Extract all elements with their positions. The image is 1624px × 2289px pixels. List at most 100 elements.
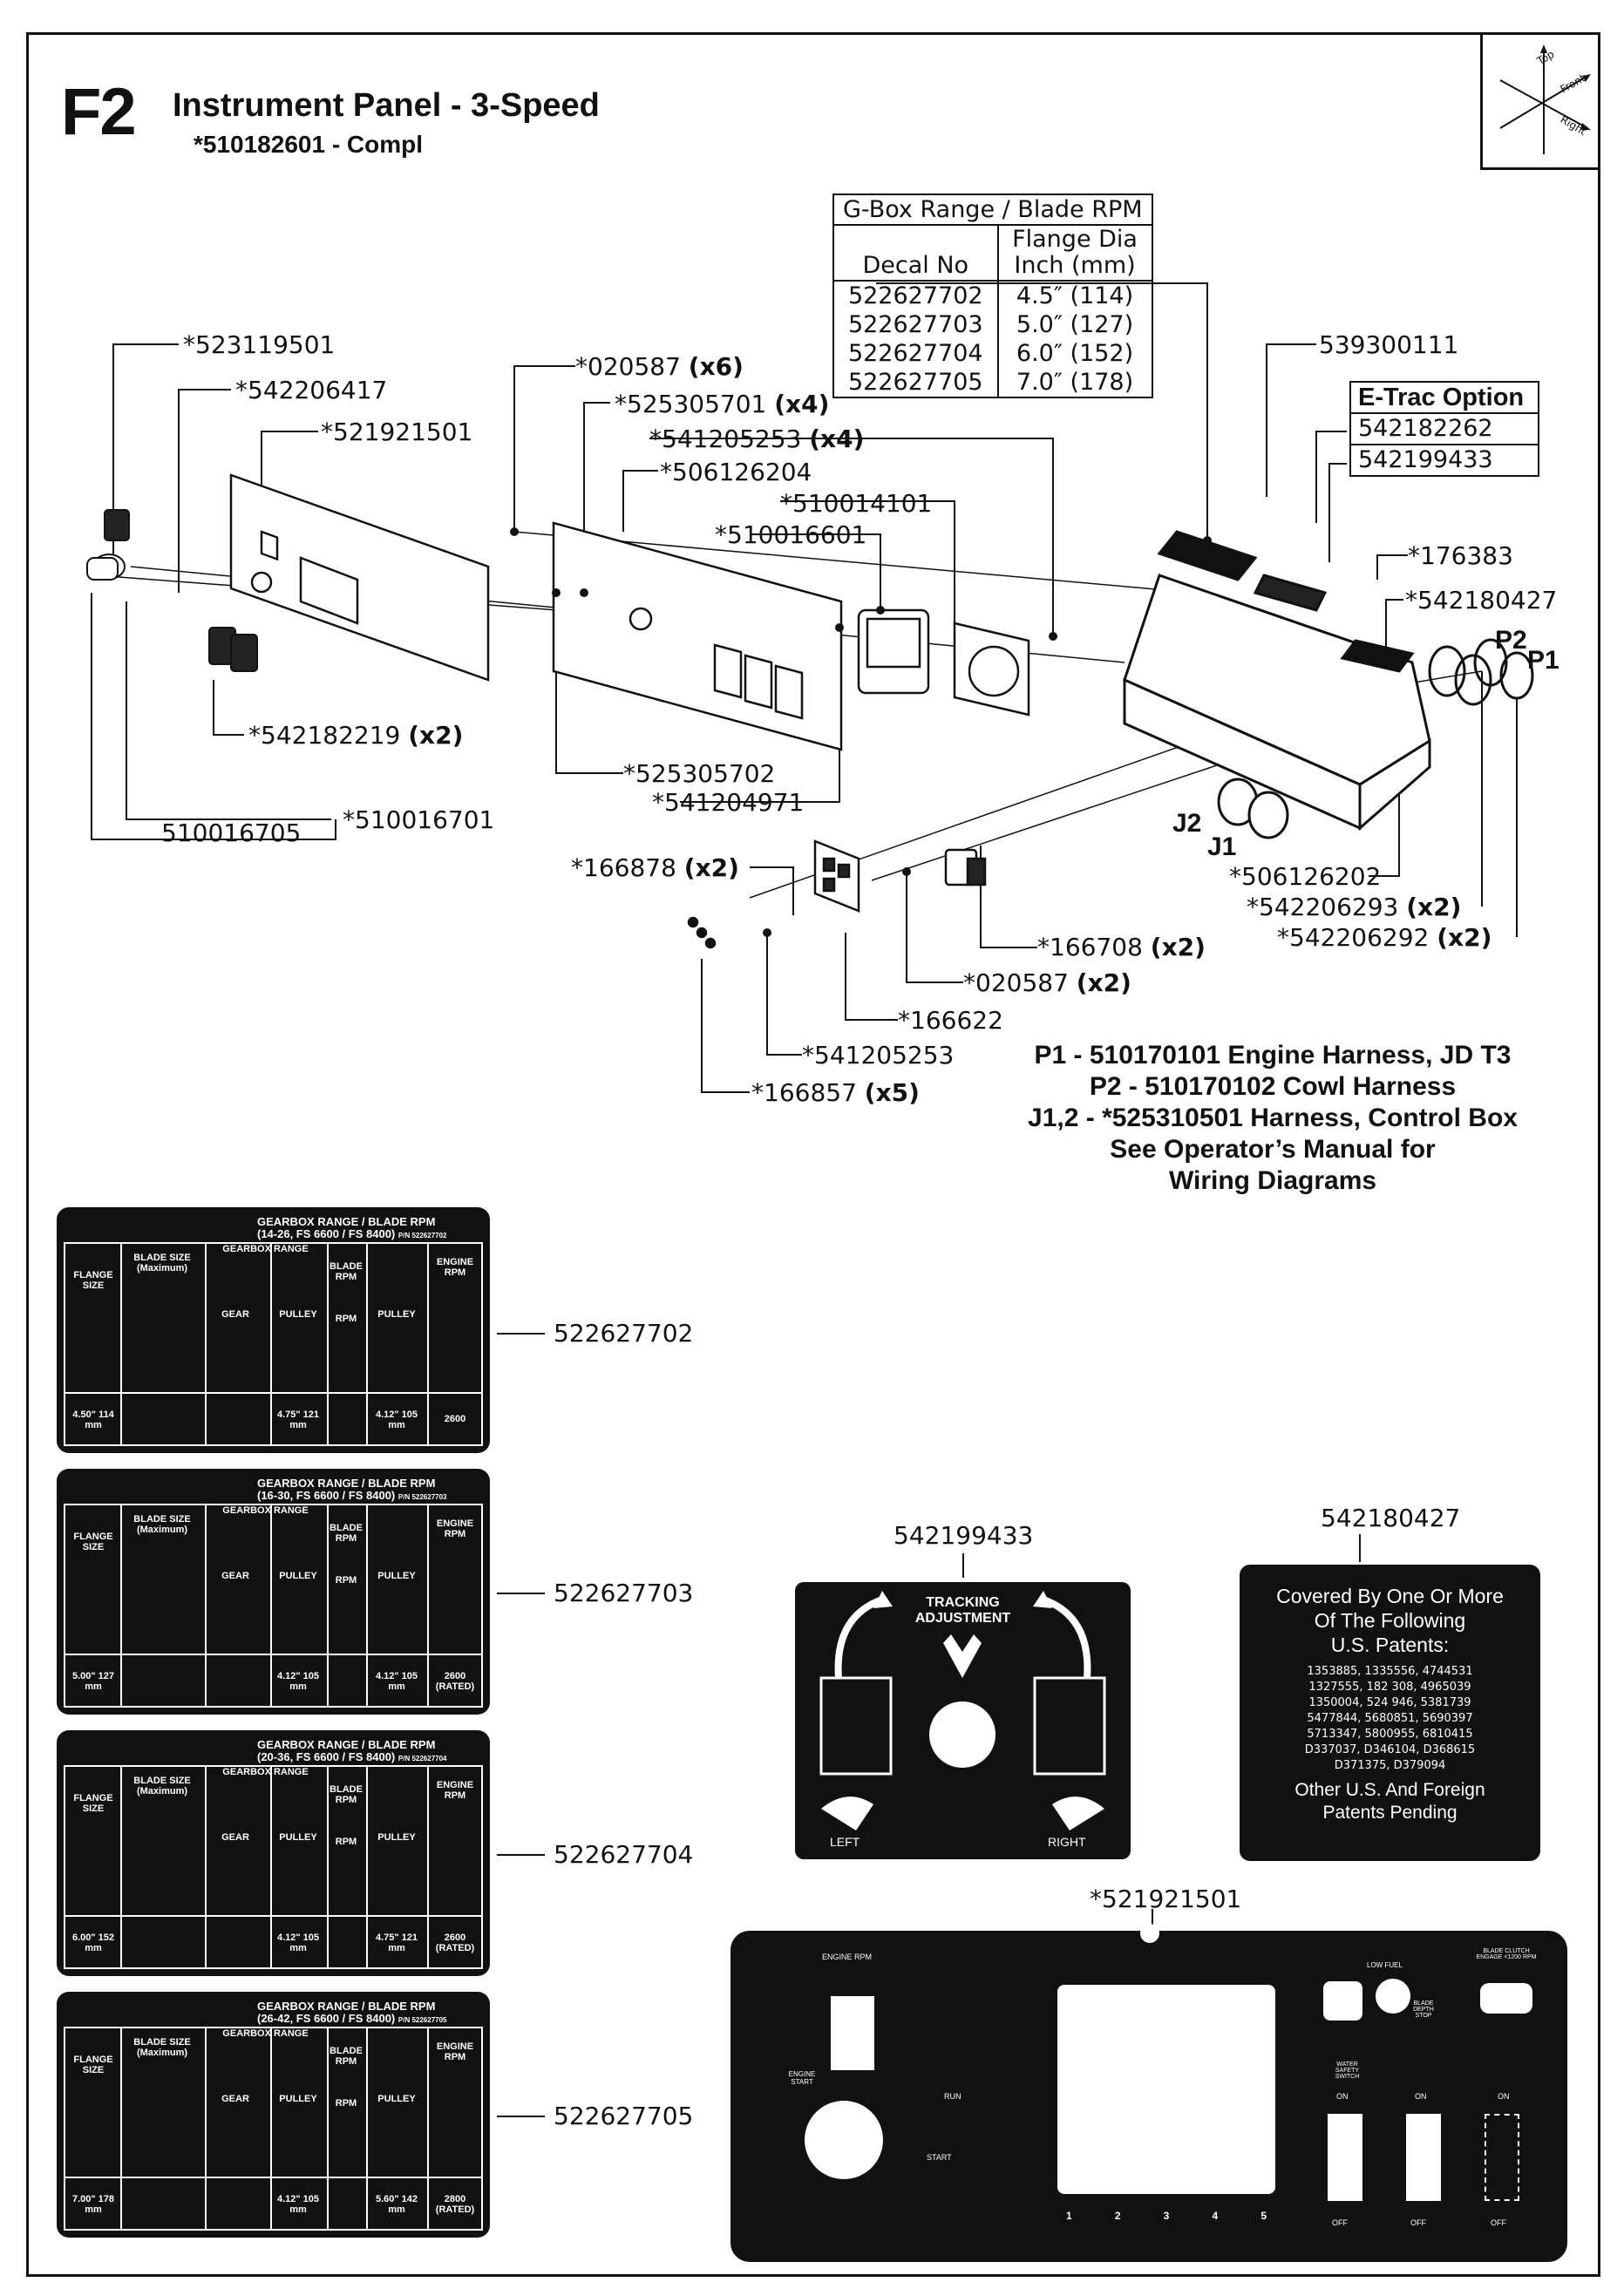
decal-part-number: 522627705 bbox=[554, 2102, 694, 2130]
note-line: P1 - 510170101 Engine Harness, JD T3 bbox=[1034, 1041, 1512, 1070]
callout-510016701: *510016701 bbox=[343, 805, 495, 834]
decal-pulley: PULLEY bbox=[279, 1571, 317, 1581]
callout-p2: P2 bbox=[1495, 626, 1527, 655]
etrac-option-box: E-Trac Option 542182262 542199433 bbox=[1349, 381, 1539, 477]
decal-engine-value: 2800 (RATED) bbox=[435, 2194, 475, 2215]
patent-number: 5477844, 5680851, 5690397 bbox=[1307, 1712, 1473, 1725]
panel-number-row: 1 2 3 4 5 bbox=[1066, 2210, 1267, 2222]
gbox-table-title: G-Box Range / Blade RPM bbox=[832, 194, 1153, 226]
rocker-switch-2[interactable] bbox=[1406, 2114, 1441, 2201]
decal-pulley: PULLEY bbox=[377, 2094, 416, 2104]
tracking-decal-part: 542199433 bbox=[894, 1521, 1034, 1550]
decal-grid: FLANGE SIZE BLADE SIZE (Maximum) GEARBOX… bbox=[64, 1242, 483, 1446]
decal-rpm: RPM bbox=[335, 1314, 357, 1324]
decal-engine-rpm: ENGINE RPM bbox=[436, 1780, 474, 1801]
callout-166622: *166622 bbox=[898, 1006, 1003, 1035]
decal-part-number: 522627704 bbox=[554, 1840, 694, 1869]
decal-pulley-value: 4.12" 105 mm bbox=[276, 2194, 320, 2215]
callout-542182219: *542182219 (x2) bbox=[248, 721, 464, 750]
low-fuel-icon bbox=[1323, 1981, 1362, 2021]
engine-rpm-window bbox=[831, 1996, 874, 2070]
note-line: J1,2 - *525310501 Harness, Control Box bbox=[1028, 1104, 1518, 1132]
gbox-row-decal: 522627702 bbox=[832, 281, 999, 310]
decal-blade-size: BLADE SIZE (Maximum) bbox=[133, 1776, 191, 1797]
decal-gear: GEAR bbox=[221, 2094, 249, 2104]
etrac-item: 542182262 bbox=[1351, 414, 1538, 445]
ignition-key-switch[interactable] bbox=[805, 2101, 883, 2179]
panel-low-fuel-label: LOW FUEL bbox=[1367, 1961, 1403, 1969]
callout-542180427: *542180427 bbox=[1405, 586, 1558, 615]
gbox-row-dia: 7.0″ (178) bbox=[996, 368, 1153, 398]
decal-blade-rpm: BLADE RPM bbox=[330, 1261, 363, 1282]
callout-510014101: *510014101 bbox=[780, 489, 933, 518]
callout-525305701: *525305701 (x4) bbox=[615, 390, 830, 418]
decal-header: GEARBOX RANGE / BLADE RPM(14-26, FS 6600… bbox=[257, 1215, 447, 1240]
decal-engine-value: 2600 (RATED) bbox=[435, 1932, 475, 1953]
callout-020587-x6: *020587 (x6) bbox=[575, 352, 744, 381]
callout-542206417: *542206417 bbox=[235, 376, 388, 404]
decal-pulley-value: 4.12" 105 mm bbox=[276, 1671, 320, 1692]
gearbox-decal: GEARBOX RANGE / BLADE RPM(14-26, FS 6600… bbox=[57, 1207, 490, 1453]
orientation-box: Top Front Right bbox=[1480, 32, 1600, 170]
decal-header: GEARBOX RANGE / BLADE RPM(20-36, FS 6600… bbox=[257, 1738, 447, 1763]
toggle-switches bbox=[86, 509, 258, 672]
patent-line: Patents Pending bbox=[1322, 1803, 1458, 1823]
grommet-rings bbox=[1428, 638, 1534, 706]
decal-grid: FLANGE SIZE BLADE SIZE (Maximum) GEARBOX… bbox=[64, 2027, 483, 2231]
decal-flange-value: 7.00" 178 mm bbox=[71, 2194, 115, 2215]
note-line: Wiring Diagrams bbox=[1168, 1166, 1377, 1195]
rocker-switch-1[interactable] bbox=[1328, 2114, 1362, 2201]
callout-166878: *166878 (x2) bbox=[571, 853, 739, 882]
callout-541204971: *541204971 bbox=[652, 788, 805, 817]
harness-notes: P1 - 510170101 Engine Harness, JD T3 P2 … bbox=[1002, 1040, 1543, 1197]
decal-flange-value: 6.00" 152 mm bbox=[71, 1932, 115, 1953]
decal-part-number: 522627703 bbox=[554, 1579, 694, 1607]
instrument-panel-decal: ENGINE RPM LOW FUEL BLADE CLUTCH ENGAGE … bbox=[730, 1924, 1567, 2262]
gearbox-decal: GEARBOX RANGE / BLADE RPM(20-36, FS 6600… bbox=[57, 1730, 490, 1976]
engine-display bbox=[857, 608, 1030, 717]
decal-flange-size: FLANGE SIZE bbox=[73, 1532, 113, 1552]
panel-on-label: ON bbox=[1498, 2092, 1510, 2101]
panel-run-label: RUN bbox=[944, 2092, 961, 2101]
decal-gearbox-range: GEARBOX RANGE bbox=[222, 1505, 309, 1516]
panel-engine-rpm-label: ENGINE RPM bbox=[822, 1953, 873, 1961]
callout-542206293: *542206293 (x2) bbox=[1247, 893, 1462, 921]
patent-number: D337037, D346104, D368615 bbox=[1304, 1743, 1476, 1756]
panel-engine-start-label: ENGINE START bbox=[788, 2070, 816, 2086]
decal-grid: FLANGE SIZE BLADE SIZE (Maximum) GEARBOX… bbox=[64, 1765, 483, 1969]
decal-pulley: PULLEY bbox=[279, 2094, 317, 2104]
panel-blade-clutch-label: BLADE CLUTCH ENGAGE <1200 RPM bbox=[1476, 1948, 1537, 1960]
orientation-axes-icon bbox=[1499, 44, 1591, 154]
decal-pulley: PULLEY bbox=[377, 1309, 416, 1320]
decal-pulley-value: 4.12" 105 mm bbox=[276, 1932, 320, 1953]
panel-number: 3 bbox=[1163, 2210, 1170, 2222]
decal-gearbox-range: GEARBOX RANGE bbox=[222, 2028, 309, 2039]
decal-pulley: PULLEY bbox=[377, 1571, 416, 1581]
gbox-range-table: G-Box Range / Blade RPM Decal No Flange … bbox=[832, 194, 1153, 398]
patent-number: 1350004, 524 946, 5381739 bbox=[1308, 1696, 1471, 1709]
patent-number: D371375, D379094 bbox=[1334, 1759, 1446, 1772]
decal-gearbox-range: GEARBOX RANGE bbox=[222, 1244, 309, 1254]
callout-539300111: 539300111 bbox=[1319, 330, 1459, 359]
note-line: See Operator’s Manual for bbox=[1110, 1135, 1436, 1164]
panel-decal-part: *521921501 bbox=[1090, 1885, 1242, 1913]
decal-pulley-value: 4.75" 121 mm bbox=[375, 1932, 418, 1953]
figure-subtitle: *510182601 - Compl bbox=[194, 131, 424, 158]
callout-541205253-x4: *541205253 (x4) bbox=[649, 425, 865, 453]
decal-engine-value: 2600 (RATED) bbox=[435, 1671, 475, 1692]
decal-rpm: RPM bbox=[335, 2098, 357, 2109]
decal-header: GEARBOX RANGE / BLADE RPM(16-30, FS 6600… bbox=[257, 1477, 447, 1502]
display-cutout bbox=[1057, 1985, 1275, 2194]
decal-gear: GEAR bbox=[221, 1832, 249, 1843]
gearbox-decal: GEARBOX RANGE / BLADE RPM(26-42, FS 6600… bbox=[57, 1992, 490, 2238]
figure-code: F2 bbox=[61, 75, 137, 149]
decal-blade-size: BLADE SIZE (Maximum) bbox=[133, 1514, 191, 1535]
decal-rpm: RPM bbox=[335, 1837, 357, 1847]
callout-541205253: *541205253 bbox=[802, 1041, 955, 1070]
callout-166857: *166857 (x5) bbox=[751, 1078, 920, 1107]
patent-line: Of The Following bbox=[1314, 1609, 1466, 1632]
decal-engine-value: 2600 bbox=[444, 1414, 466, 1424]
